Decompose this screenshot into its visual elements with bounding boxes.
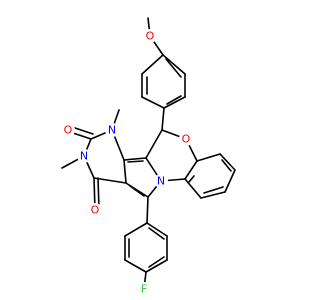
svg-text:N: N bbox=[108, 124, 116, 137]
bond-9 bbox=[166, 95, 182, 105]
svg-text:O: O bbox=[182, 133, 191, 146]
bond-51 bbox=[148, 256, 165, 268]
bond-38 bbox=[71, 126, 94, 135]
bond-7 bbox=[162, 54, 186, 75]
carbonyl-oxygen-lower: O bbox=[88, 203, 102, 217]
bond-36 bbox=[93, 177, 127, 184]
bond-5 bbox=[163, 96, 186, 109]
ring-oxygen: O bbox=[179, 132, 193, 146]
bond-47 bbox=[145, 259, 168, 273]
bond-25 bbox=[188, 175, 195, 183]
atom-labels: O O N N N O O F bbox=[61, 29, 193, 296]
methoxy-oxygen: O bbox=[143, 29, 157, 43]
bond-17 bbox=[145, 129, 163, 159]
fluorine-atom: F bbox=[137, 282, 151, 296]
bond-10 bbox=[165, 58, 182, 78]
amide-nitrogen-upper: N bbox=[105, 123, 119, 137]
pyrrole-nitrogen: N bbox=[154, 174, 168, 188]
amide-nitrogen-lower: N bbox=[77, 149, 91, 163]
bond-4 bbox=[141, 96, 165, 109]
bond-52 bbox=[148, 227, 165, 240]
bond-2 bbox=[141, 54, 164, 75]
svg-text:N: N bbox=[80, 150, 88, 163]
bond-46 bbox=[124, 259, 147, 273]
bond-20 bbox=[224, 169, 236, 193]
svg-text:O: O bbox=[64, 124, 73, 137]
bond-31 bbox=[127, 160, 144, 163]
bond-23 bbox=[221, 159, 232, 172]
svg-text:F: F bbox=[141, 283, 147, 296]
bond-14 bbox=[184, 160, 198, 180]
bond-21 bbox=[200, 191, 226, 199]
bond-43 bbox=[146, 196, 149, 224]
svg-text:O: O bbox=[146, 30, 155, 43]
bond-30 bbox=[129, 185, 145, 197]
bond-18 bbox=[196, 153, 221, 162]
bond-26 bbox=[123, 157, 147, 161]
bond-44 bbox=[124, 222, 148, 237]
carbonyl-oxygen-upper: O bbox=[61, 123, 75, 137]
bond-22 bbox=[184, 178, 202, 199]
bond-11 bbox=[161, 107, 165, 131]
bond-19 bbox=[219, 153, 236, 171]
bond-49 bbox=[146, 222, 168, 237]
bond-24 bbox=[203, 186, 224, 194]
bond-28 bbox=[125, 182, 149, 198]
svg-text:O: O bbox=[91, 204, 100, 217]
molecule-structure: O O N N N O O F bbox=[61, 17, 236, 296]
bond-27 bbox=[123, 159, 127, 184]
bond-40 bbox=[97, 177, 100, 210]
svg-text:N: N bbox=[157, 175, 165, 188]
